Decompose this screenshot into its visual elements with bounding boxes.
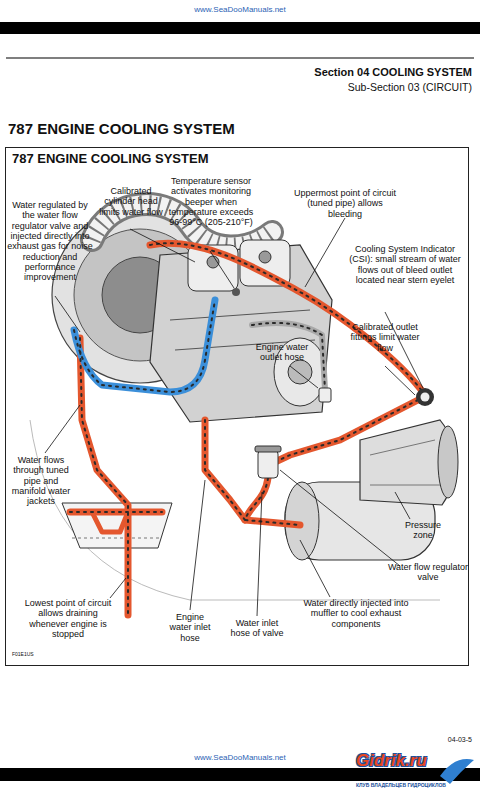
cutaway-inset: [62, 503, 172, 548]
callout-text: Cooling System Indicator (CSI): small st…: [345, 244, 465, 285]
hot-water-hose: [275, 400, 418, 462]
watermark-url: www.SeaDooManuals.net: [0, 5, 480, 14]
subsection-header: Sub-Section 03 (CIRCUIT): [250, 81, 472, 93]
spark-plug: [259, 251, 271, 263]
regulator-valve: [258, 450, 278, 478]
leader-line: [257, 492, 262, 616]
temperature-sensor: [232, 288, 240, 296]
inset-water-band: [92, 512, 128, 532]
flow-marks: [245, 478, 300, 525]
inset-water-band: [70, 509, 162, 516]
header-rule: [6, 57, 474, 58]
section-header: Section 04 COOLING SYSTEM: [250, 66, 472, 79]
leader-line: [385, 366, 415, 395]
flow-marks: [80, 338, 128, 615]
leader-line: [45, 405, 80, 453]
callout-text: Engine water inlet hose: [168, 612, 212, 643]
header-bar: [0, 22, 480, 34]
outlet-fitting: [319, 388, 331, 402]
page-title: 787 ENGINE COOLING SYSTEM: [8, 120, 328, 137]
pump-detail: [370, 440, 435, 455]
callout-text: Water flows through tuned pipe and manif…: [6, 455, 76, 507]
leader-line: [190, 480, 205, 610]
hot-water-hose: [245, 478, 300, 525]
flow-marks: [74, 300, 215, 392]
flow-marks: [205, 420, 245, 520]
frame-title: 787 ENGINE COOLING SYSTEM: [6, 148, 468, 167]
cutaway-detail: [72, 538, 162, 539]
leader-line: [110, 578, 126, 598]
pump-outlet: [438, 426, 458, 498]
leader-line: [280, 470, 400, 566]
logo-text: Gidrik.ru: [356, 751, 446, 771]
flow-marks: [275, 400, 418, 462]
leader-line: [210, 251, 234, 288]
callout-text: Calibrated outlet fittings limit water f…: [350, 322, 420, 353]
callout-text: Temperature sensor activates monitoring …: [166, 176, 256, 228]
bleed-outlet: [421, 393, 430, 402]
leader-line: [130, 229, 195, 262]
pump-detail: [370, 485, 440, 486]
callout-text: Water directly injected into muffler to …: [300, 598, 412, 629]
figure-frame: 787 ENGINE COOLING SYSTEM: [5, 147, 469, 666]
leader-line: [305, 218, 345, 287]
callout-text: Uppermost point of circuit (tuned pipe) …: [290, 188, 400, 219]
callout-text: Pressure zone: [396, 520, 450, 541]
logo-text: КЛУБ ВЛАДЕЛЬЦЕВ ГИДРОЦИКЛОВ: [356, 783, 466, 789]
figure-code: F01E1US: [12, 652, 52, 658]
callout-text: Water regulated by the water flow regula…: [6, 200, 94, 283]
logo-mark: [440, 759, 474, 784]
hot-water-hose: [80, 338, 128, 615]
cold-water-hose: [74, 300, 215, 392]
callout-text: Calibrated cylinder head limits water fl…: [98, 186, 164, 217]
page-number: 04-03-5: [400, 736, 472, 744]
engine-detail: [170, 310, 310, 320]
regulator-valve-cap: [255, 446, 281, 452]
leader-line: [395, 492, 410, 519]
leader-line: [55, 296, 80, 332]
bleed-outlet: [416, 388, 434, 406]
callout-text: Lowest point of circuit allows draining …: [18, 598, 118, 639]
flow-marks: [70, 511, 162, 513]
hot-water-hose: [205, 420, 245, 520]
callout-text: Water inlet hose of valve: [226, 618, 288, 639]
leader-line: [300, 540, 330, 597]
leader-line: [290, 366, 318, 388]
flow-marks: [70, 243, 425, 615]
callout-text: Water flow regulator valve: [386, 562, 470, 583]
callout-text: Engine water outlet hose: [250, 342, 314, 363]
